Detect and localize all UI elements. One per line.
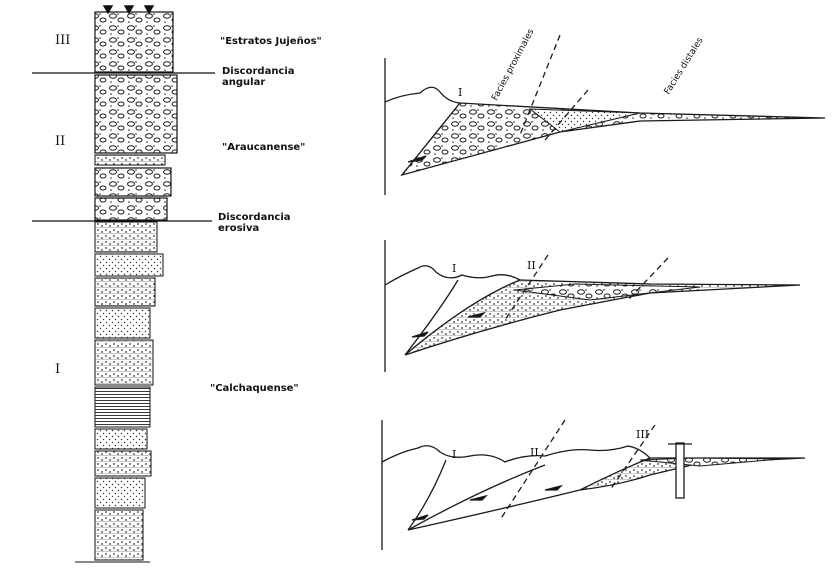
angular-unconformity-label: Discordancia angular	[222, 66, 295, 88]
basin-panel-bottom	[381, 419, 806, 550]
angular-unconformity-line2: angular	[222, 77, 266, 88]
sand-bed	[94, 154, 166, 166]
erosive-unconformity-line1: Discordancia	[218, 212, 291, 223]
dip-arrow	[467, 311, 487, 318]
middle-panel-numeral-i: I	[452, 262, 457, 275]
angular-unconformity-line1: Discordancia	[222, 66, 295, 77]
unit-i-numeral: I	[55, 362, 61, 377]
unit-ii-numeral: II	[55, 134, 66, 149]
unit-iii-name: "Estratos Jujeños"	[220, 36, 322, 47]
sandstone-bed	[94, 277, 156, 307]
distal-facies-boundary	[544, 89, 589, 141]
section-marker-column	[675, 442, 685, 499]
relief-profile	[381, 445, 651, 463]
basin-panel-top	[384, 34, 826, 195]
laminated-mudstone	[94, 386, 151, 428]
conglomerate-unit-iii	[94, 11, 174, 73]
relief-profile	[384, 265, 521, 286]
bottom-panel-numeral-i: I	[452, 448, 457, 461]
conglomerate-unit-ii-base	[94, 197, 168, 221]
dip-arrow	[544, 484, 564, 491]
basin-panel-middle	[384, 240, 801, 372]
top-markers	[102, 5, 155, 15]
sandstone-bed	[94, 221, 158, 253]
bottom-panel-numeral-iii: III	[636, 428, 650, 441]
sandstone-bed	[94, 307, 151, 339]
dip-arrow	[469, 494, 489, 501]
bottom-panel-numeral-ii: II	[530, 446, 539, 459]
dip-arrow	[411, 331, 429, 338]
basin-margin-fault	[404, 279, 459, 356]
sandstone-bed	[94, 477, 146, 509]
conglomerate-unit-ii-mid	[94, 167, 172, 197]
sandstone-bed	[94, 509, 144, 561]
conglomerate-unit-ii-upper	[94, 74, 178, 154]
sandstone-bed	[94, 339, 154, 386]
proximal-facies-boundary	[519, 34, 561, 136]
sandstone-bed	[94, 428, 148, 450]
distal-sand-wedge	[528, 108, 641, 133]
unit-iii-numeral: III	[55, 33, 71, 48]
erosive-unconformity-label: Discordancia erosiva	[218, 212, 291, 234]
youngest-fan-wedge	[579, 457, 806, 491]
top-panel-numeral: I	[458, 86, 463, 99]
basin-margin-fault	[407, 464, 546, 531]
unit-ii-name: "Araucanense"	[222, 142, 306, 153]
dip-arrow	[411, 514, 429, 521]
proximal-facies-boundary	[504, 254, 549, 321]
proximal-fan-wedge	[514, 283, 701, 301]
sandstone-bed	[94, 450, 152, 477]
unit-i-name: "Calchaquense"	[210, 383, 299, 394]
middle-panel-numeral-ii: II	[527, 259, 536, 272]
older-fan-wedge	[404, 279, 801, 356]
erosive-unconformity-line2: erosiva	[218, 223, 260, 234]
stratigraphic-column	[32, 5, 215, 563]
dip-arrow	[407, 155, 427, 163]
relief-profile	[384, 86, 461, 104]
sandstone-bed	[94, 253, 164, 277]
facies-boundary	[609, 424, 656, 491]
basin-margin-fault	[407, 459, 447, 531]
